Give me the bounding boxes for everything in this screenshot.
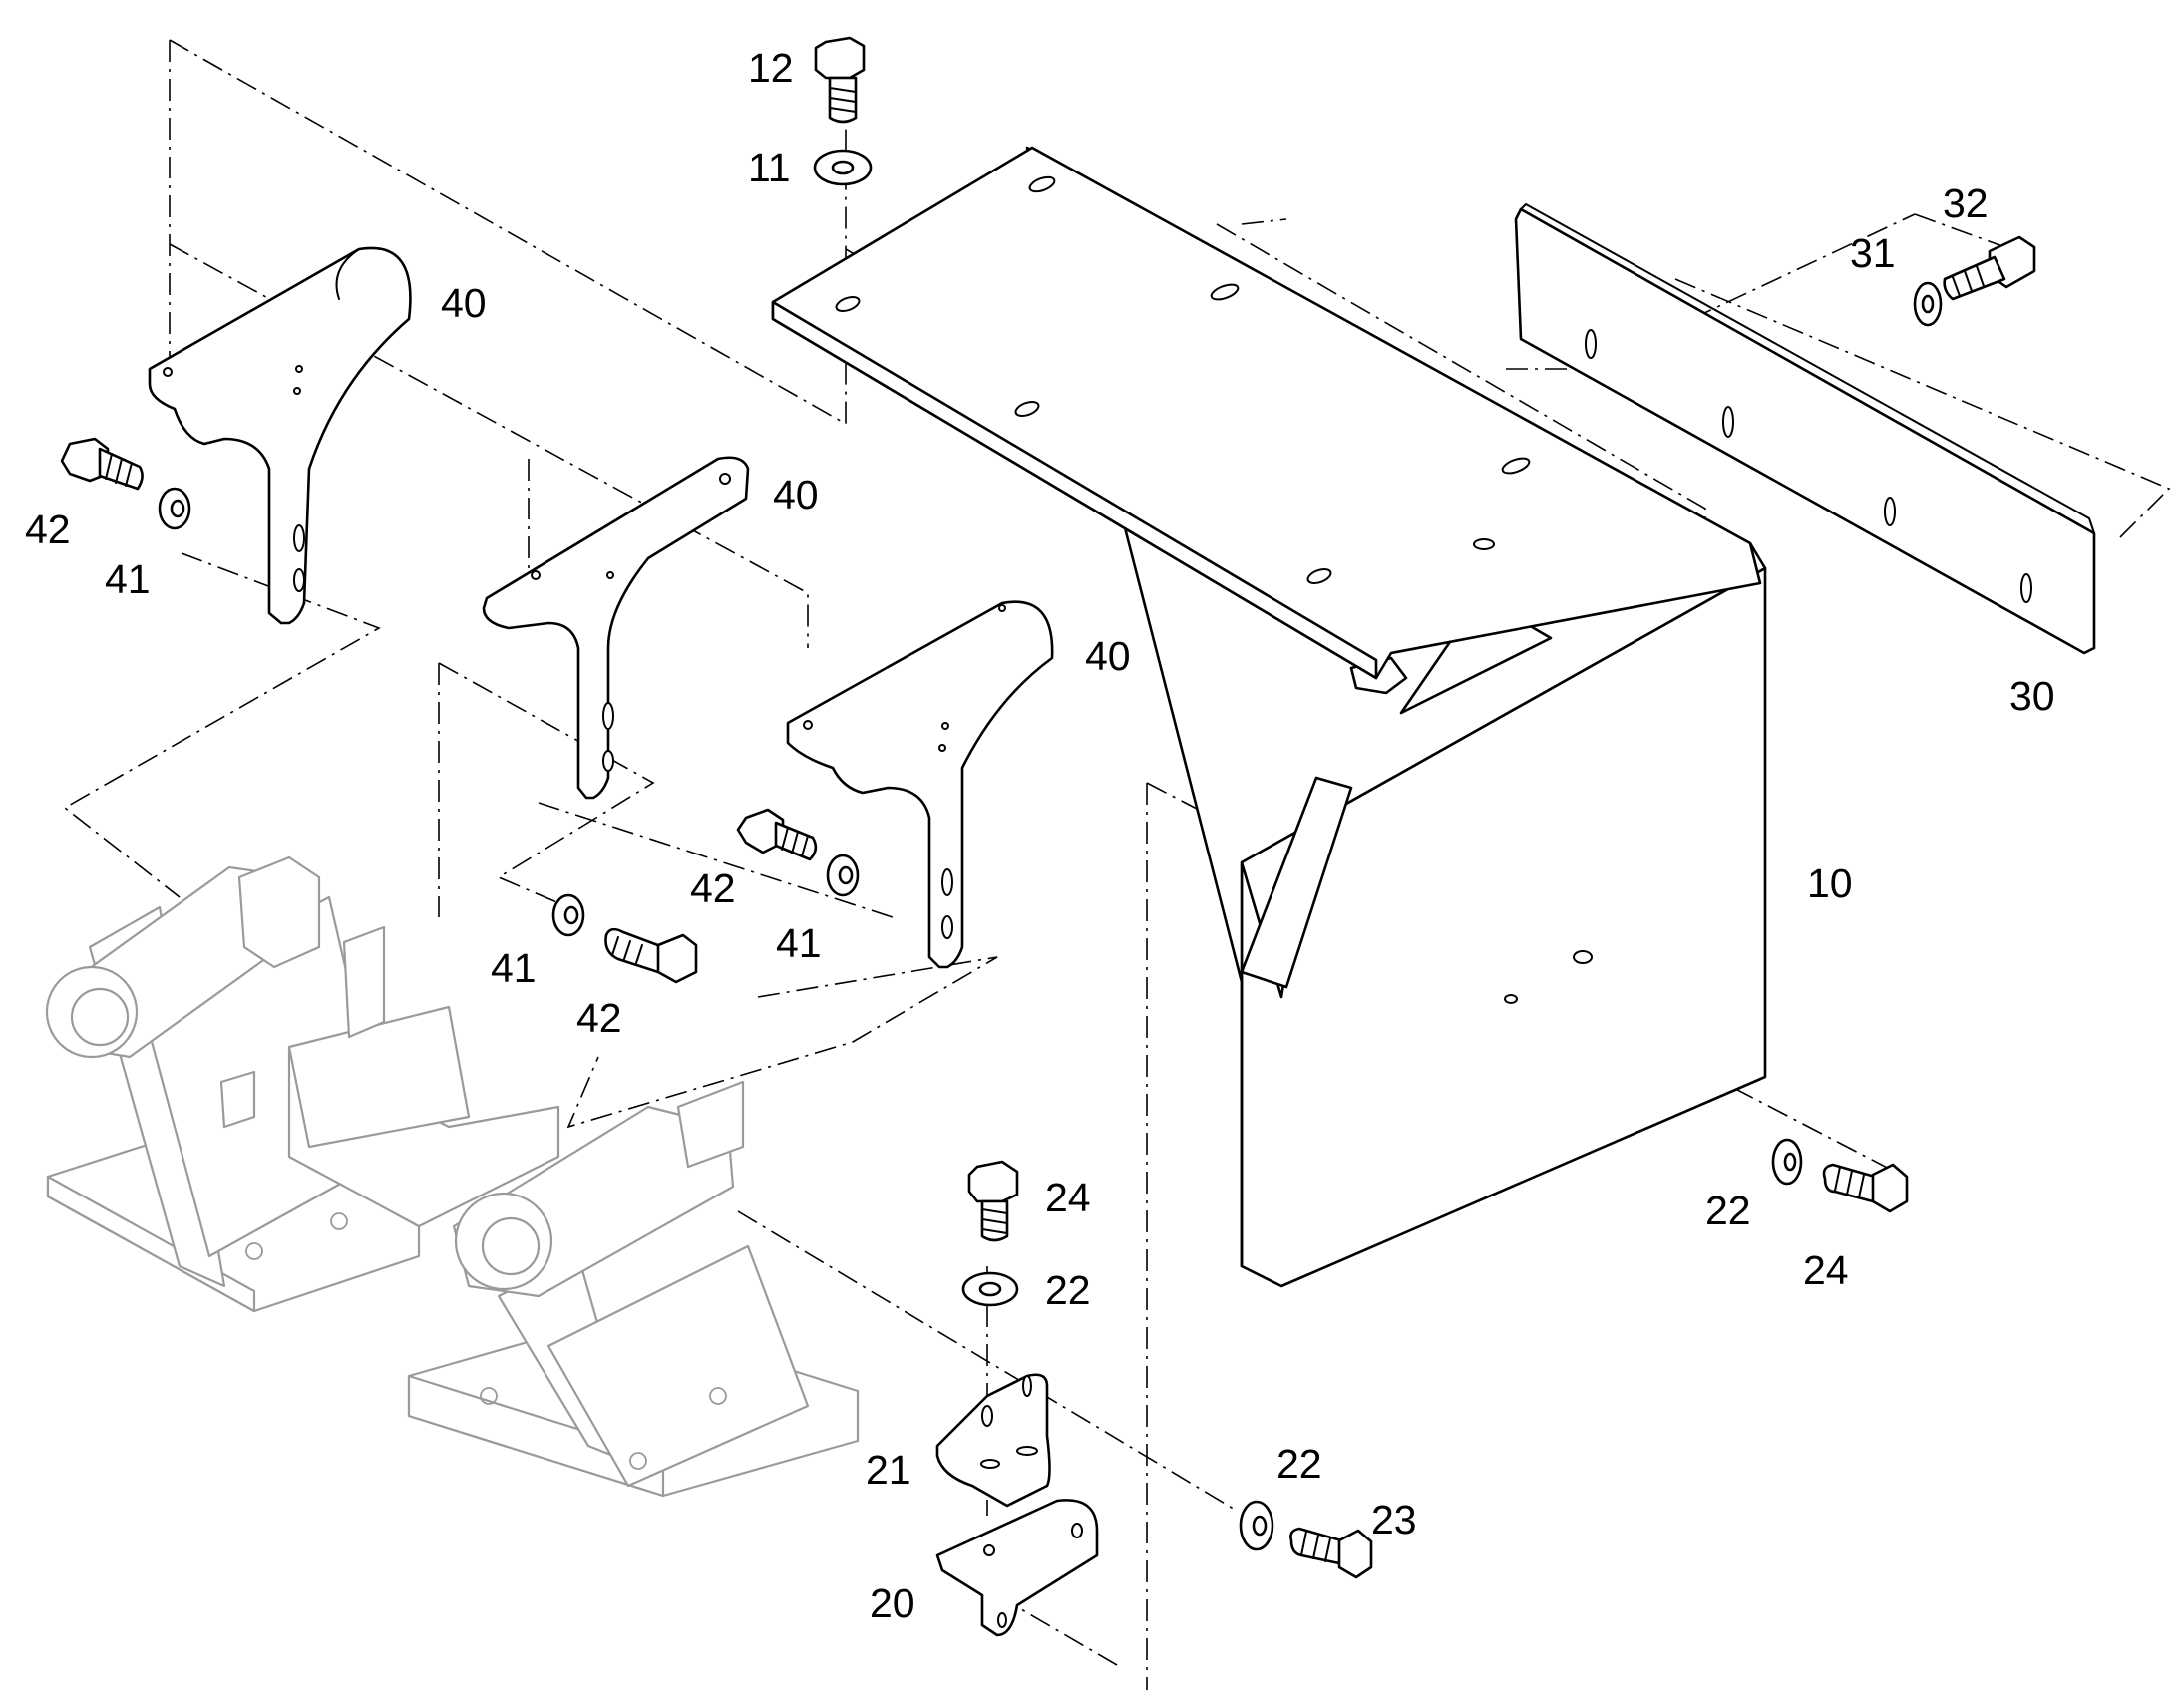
washer-41-low xyxy=(551,893,585,937)
part-10-cover xyxy=(771,146,1767,1288)
label-11: 11 xyxy=(748,145,791,190)
label-24-top: 24 xyxy=(1045,1175,1091,1220)
label-40-left: 40 xyxy=(441,280,487,326)
bolt-24-right xyxy=(1822,1163,1909,1213)
part-40-bracket-left xyxy=(148,246,412,625)
bolt-42-top xyxy=(60,437,144,491)
bolt-12 xyxy=(814,36,866,124)
washer-31 xyxy=(1913,281,1943,327)
label-31: 31 xyxy=(1850,230,1896,276)
part-40-bracket-right xyxy=(786,600,1054,969)
label-22-low: 22 xyxy=(1276,1441,1322,1487)
base-frame-reference xyxy=(45,855,860,1498)
label-41-low: 41 xyxy=(491,945,537,991)
label-12: 12 xyxy=(748,45,794,91)
label-21: 21 xyxy=(866,1447,911,1493)
part-20-bracket xyxy=(935,1499,1099,1637)
label-24-right: 24 xyxy=(1803,1247,1849,1293)
part-40-bracket-middle xyxy=(482,456,750,800)
label-40-right: 40 xyxy=(1085,633,1131,679)
bolt-42-mid xyxy=(736,808,818,861)
washer-22-right xyxy=(1771,1138,1803,1186)
part-30-plate xyxy=(1514,203,2096,655)
label-42-top: 42 xyxy=(25,507,71,552)
callout-labels: 12 11 40 40 40 32 31 30 10 42 41 42 41 4… xyxy=(25,45,2055,1626)
label-22-top: 22 xyxy=(1045,1267,1091,1313)
label-40-middle: 40 xyxy=(773,472,819,517)
label-42-low: 42 xyxy=(576,995,622,1041)
bolt-24-top xyxy=(967,1160,1019,1242)
washer-41-top xyxy=(158,487,191,530)
part-21-bracket xyxy=(935,1373,1051,1508)
label-41-top: 41 xyxy=(105,556,151,602)
label-41-mid: 41 xyxy=(776,920,822,966)
label-20: 20 xyxy=(870,1580,915,1626)
bolt-32 xyxy=(1943,235,2036,301)
label-42-mid: 42 xyxy=(690,865,736,911)
label-32: 32 xyxy=(1943,180,1989,226)
washer-22-low xyxy=(1239,1500,1274,1551)
label-23: 23 xyxy=(1371,1497,1417,1542)
bolt-42-low xyxy=(604,927,698,984)
bolt-23 xyxy=(1289,1527,1373,1579)
washer-11 xyxy=(813,149,873,186)
washer-41-mid xyxy=(826,854,860,897)
label-30: 30 xyxy=(2009,673,2055,719)
label-10: 10 xyxy=(1807,860,1853,906)
label-22-right: 22 xyxy=(1705,1188,1751,1233)
washer-22-top xyxy=(961,1271,1019,1307)
